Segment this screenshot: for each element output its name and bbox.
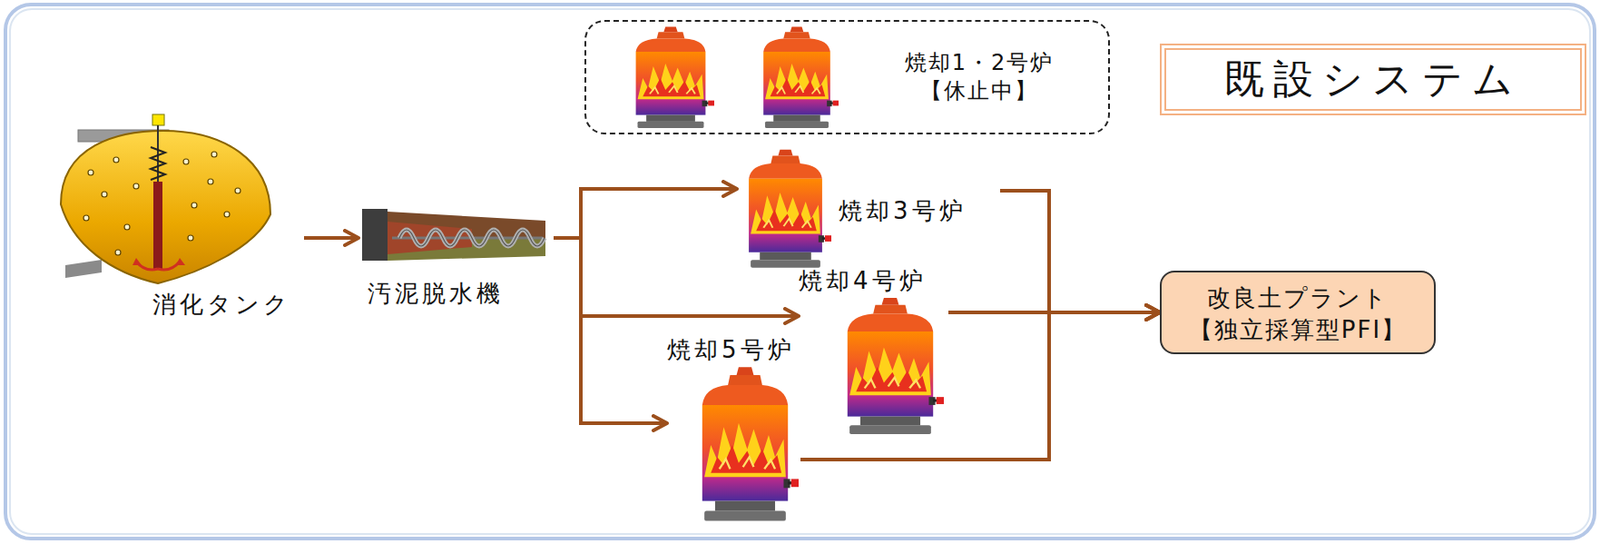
standby-furnace-group: 焼却1・2号炉 【休止中】 bbox=[584, 19, 1110, 135]
furnace-icon bbox=[636, 26, 715, 128]
flow-arrow bbox=[553, 237, 668, 423]
diagram-title: 既設システム bbox=[1224, 52, 1522, 107]
node-label: 消化タンク bbox=[152, 288, 292, 321]
process-box: 改良土プラント 【独立採算型PFI】 bbox=[1159, 270, 1436, 354]
node-label: 改良土プラント 【独立採算型PFI】 bbox=[1168, 282, 1427, 346]
inner-frame bbox=[9, 9, 1591, 534]
node-label: 焼却1・2号炉 【休止中】 bbox=[874, 49, 1084, 106]
flow-arrow bbox=[1000, 190, 1160, 313]
furnace-icon bbox=[748, 149, 832, 268]
dewatering-node: 汚泥脱水機 bbox=[358, 204, 554, 315]
furnace-node: 焼却4号炉 bbox=[798, 265, 949, 438]
furnace-node: 焼却5号炉 bbox=[667, 333, 801, 527]
digestion-tank-node: 消化タンク bbox=[54, 108, 305, 327]
furnace-icon bbox=[847, 297, 944, 434]
flow-arrow bbox=[800, 312, 1160, 460]
sludge-dewatering-machine bbox=[362, 208, 546, 261]
node-label: 焼却5号炉 bbox=[667, 333, 796, 366]
node-label: 焼却4号炉 bbox=[798, 265, 927, 297]
node-label: 焼却3号炉 bbox=[838, 195, 967, 227]
furnace-icon bbox=[763, 26, 839, 128]
furnace-icon bbox=[702, 366, 799, 521]
outer-frame bbox=[5, 4, 1595, 539]
furnace-node: 焼却3号炉 bbox=[736, 145, 1001, 273]
title-box: 既設システム bbox=[1159, 43, 1587, 116]
digestion-tank bbox=[60, 114, 271, 284]
flow-arrow bbox=[553, 188, 737, 238]
flow-arrow bbox=[553, 237, 799, 316]
flow-arrow bbox=[304, 235, 359, 240]
node-label: 汚泥脱水機 bbox=[367, 277, 504, 310]
